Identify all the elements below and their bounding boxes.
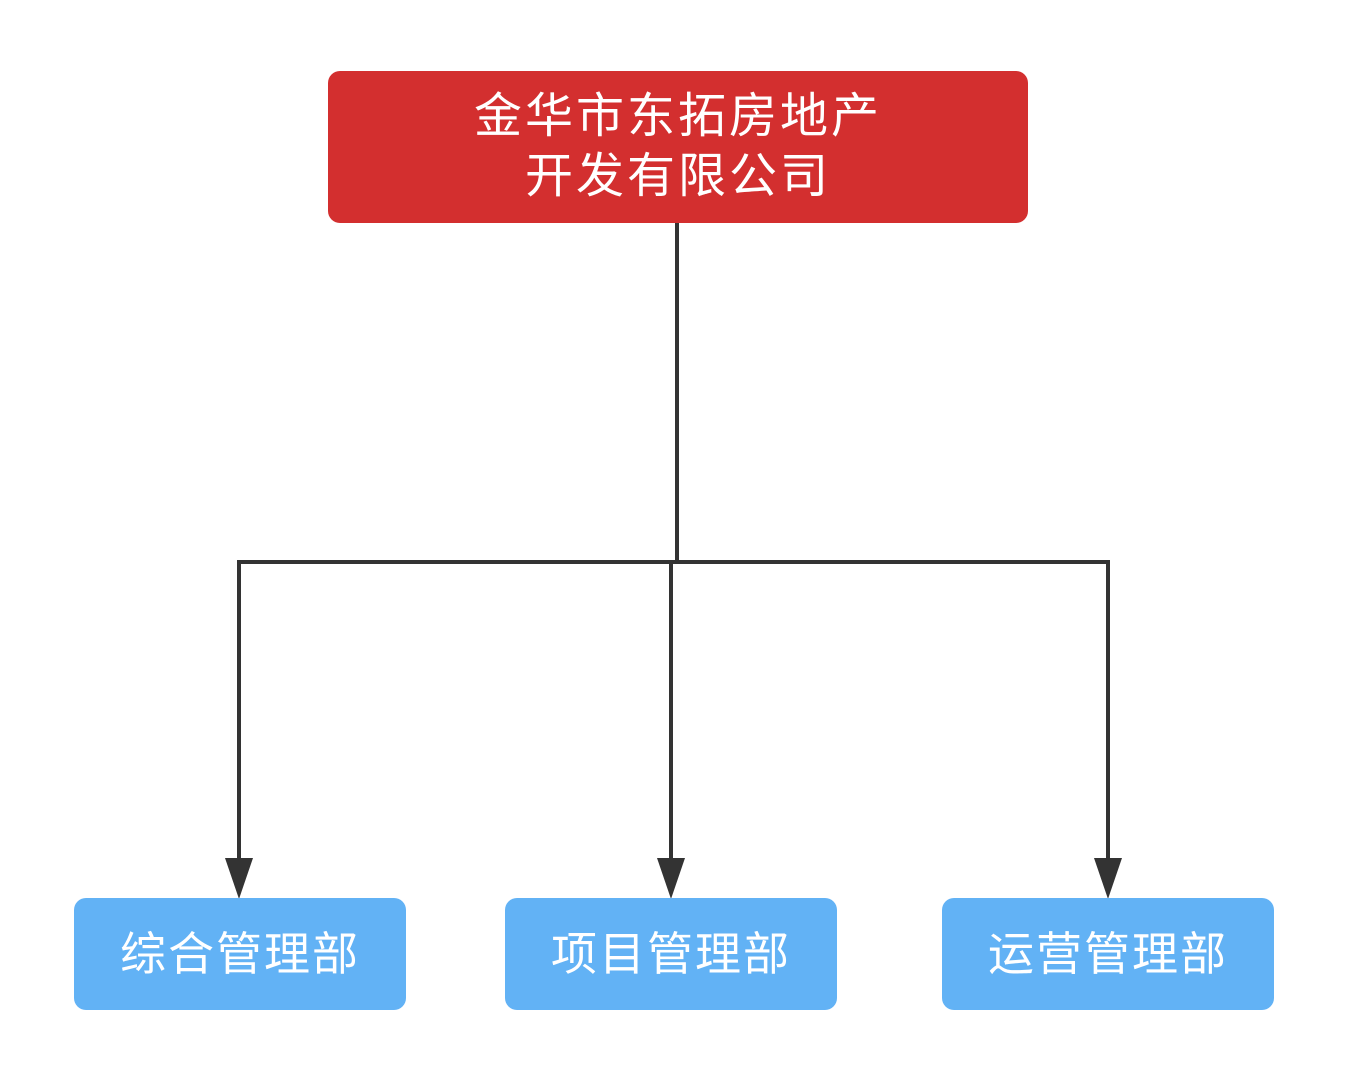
node-dept-operations-management[interactable]: 运营管理部 (942, 898, 1274, 1010)
node-dept-general-management[interactable]: 综合管理部 (74, 898, 406, 1010)
arrow-down-icon (1094, 858, 1122, 899)
node-company-root[interactable]: 金华市东拓房地产 开发有限公司 (328, 71, 1028, 223)
node-label-line-2: 开发有限公司 (524, 150, 831, 203)
node-dept-project-management[interactable]: 项目管理部 (505, 898, 837, 1010)
node-label: 综合管理部 (120, 928, 360, 980)
node-label: 运营管理部 (988, 928, 1228, 980)
connector-line-branches (237, 560, 1110, 860)
node-label-line-1: 金华市东拓房地产 (473, 90, 882, 143)
arrow-down-icon (657, 858, 685, 899)
node-label: 项目管理部 (551, 928, 791, 980)
arrow-down-icon (225, 858, 253, 899)
